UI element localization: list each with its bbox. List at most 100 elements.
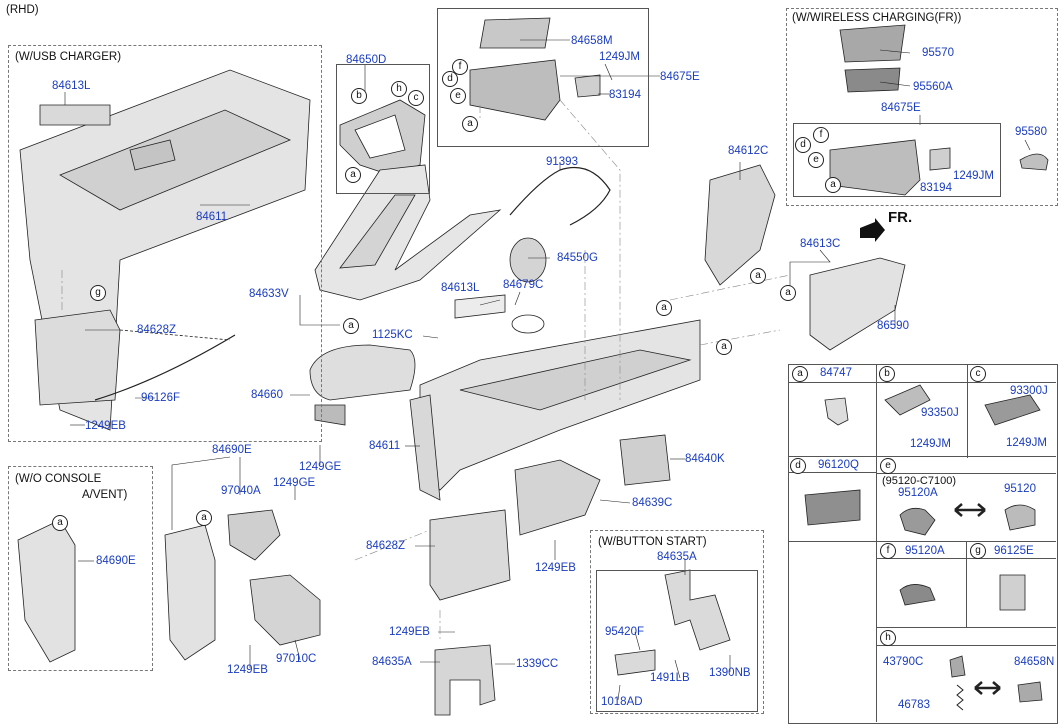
part-label[interactable]: 84690E [212, 444, 252, 456]
part-label[interactable]: 84658M [571, 35, 613, 47]
table-part-93300J[interactable]: 93300J [1010, 385, 1048, 397]
callout-a: a [780, 285, 796, 301]
callout-e: e [450, 88, 466, 104]
table-part-1249JM-c[interactable]: 1249JM [1006, 437, 1047, 449]
button-start-bracket [664, 569, 731, 651]
part-label[interactable]: 95560A [913, 81, 953, 93]
part-label[interactable]: 84640K [685, 453, 725, 465]
part-label[interactable]: 1249JM [953, 170, 994, 182]
usb-charger-cover [39, 104, 111, 126]
cup-holder-insert [509, 237, 547, 283]
part-label[interactable]: 95420F [605, 626, 645, 638]
fr-arrow [860, 218, 885, 242]
table-part-95120[interactable]: 95120 [1004, 483, 1036, 495]
table-part-43790C[interactable]: 43790C [883, 656, 924, 668]
part-label[interactable]: 84650D [346, 54, 387, 66]
part-label[interactable]: 1249GE [299, 461, 342, 473]
part-label[interactable]: 84633V [249, 288, 289, 300]
storage-tray-main [429, 509, 511, 601]
wireless-pad-module [844, 67, 901, 93]
part-label[interactable]: 84690E [96, 555, 136, 567]
interchange-arrow-e [954, 503, 986, 517]
vent-duct [249, 574, 321, 646]
table-part-84658N[interactable]: 84658N [1014, 656, 1055, 668]
part-label[interactable]: 84613L [441, 282, 480, 294]
variant-label: (RHD) [6, 4, 39, 16]
part-label[interactable]: 84675E [881, 102, 921, 114]
table-part-95120A-e[interactable]: 95120A [898, 487, 938, 499]
clip-84747 [824, 397, 849, 426]
part-label[interactable]: 1249EB [85, 420, 126, 432]
part-label[interactable]: 95570 [922, 47, 954, 59]
part-label[interactable]: 1390NB [709, 667, 751, 679]
part-label[interactable]: 84628Z [137, 324, 177, 336]
group-button-start: (W/BUTTON START) [598, 536, 707, 548]
part-label[interactable]: 97040A [221, 485, 261, 497]
part-label[interactable]: 1249EB [227, 664, 268, 676]
part-label[interactable]: 96126F [141, 392, 181, 404]
part-label[interactable]: 84613L [52, 80, 91, 92]
shifter-group-box [336, 64, 430, 194]
callout-b: b [351, 88, 367, 104]
spring-46783 [956, 684, 964, 711]
table-key-e: e [880, 458, 896, 474]
part-label[interactable]: 1249EB [535, 562, 576, 574]
part-label[interactable]: 1125KC [372, 329, 413, 341]
part-label[interactable]: 84635A [372, 656, 412, 668]
table-note-e: (95120-C7100) [882, 475, 956, 487]
callout-a: a [750, 268, 766, 284]
armrest-lid [309, 344, 416, 401]
table-key-a: a [792, 366, 808, 382]
table-part-96125E[interactable]: 96125E [994, 545, 1034, 557]
part-label[interactable]: 1018AD [601, 696, 643, 708]
part-label[interactable]: 83194 [609, 89, 641, 101]
table-part-95120A-f[interactable]: 95120A [905, 545, 945, 557]
table-part-96120Q[interactable]: 96120Q [818, 459, 859, 471]
usb-wire-harness [509, 166, 611, 226]
callout-a: a [345, 167, 361, 183]
part-label[interactable]: 84612C [728, 145, 769, 157]
part-label[interactable]: 84611 [196, 211, 228, 223]
part-label[interactable]: 84675E [660, 71, 700, 83]
part-label[interactable]: 1339CC [516, 658, 559, 670]
tray-group-box [437, 8, 649, 147]
tray-cover [479, 17, 551, 49]
part-label[interactable]: 84611 [369, 440, 401, 452]
part-label[interactable]: 84635A [657, 551, 697, 563]
callout-d: d [442, 71, 458, 87]
part-label[interactable]: 1249GE [273, 477, 316, 489]
part-label[interactable]: 1249JM [599, 51, 640, 63]
front-direction-label: FR. [888, 209, 913, 226]
module-96120Q [804, 489, 861, 526]
part-label[interactable]: 84679C [503, 279, 544, 291]
wireless-pad-cover [839, 24, 906, 63]
module-96125E [999, 574, 1026, 611]
part-label[interactable]: 97010C [276, 653, 317, 665]
callout-g: g [90, 285, 106, 301]
part-label[interactable]: 95580 [1015, 126, 1047, 138]
part-label[interactable]: 84550G [557, 252, 598, 264]
table-part-46783[interactable]: 46783 [898, 699, 930, 711]
switch-93350J [884, 384, 931, 416]
group-wo-console-2: A/VENT) [82, 489, 128, 501]
rear-cover [809, 257, 906, 351]
part-label[interactable]: 84660 [251, 389, 283, 401]
part-label[interactable]: 84639C [632, 497, 673, 509]
part-label[interactable]: 91393 [546, 156, 578, 168]
table-part-84747[interactable]: 84747 [820, 367, 852, 379]
part-label[interactable]: 84613C [800, 238, 841, 250]
part-label[interactable]: 84628Z [366, 540, 406, 552]
part-label[interactable]: 1491LB [650, 672, 690, 684]
wireless-charging-group-box [786, 8, 1058, 206]
part-label[interactable]: 83194 [920, 182, 952, 194]
socket-95120 [1004, 504, 1036, 531]
callout-a: a [462, 116, 478, 132]
part-label[interactable]: 1249EB [389, 626, 430, 638]
socket-95120A-f [899, 584, 936, 606]
callout-a: a [343, 318, 359, 334]
table-part-1249JM-b[interactable]: 1249JM [910, 438, 951, 450]
storage-tray-usb [34, 309, 121, 406]
part-label[interactable]: 86590 [877, 320, 909, 332]
table-part-93350J[interactable]: 93350J [921, 407, 959, 419]
usb-charger-group-box [8, 45, 322, 442]
